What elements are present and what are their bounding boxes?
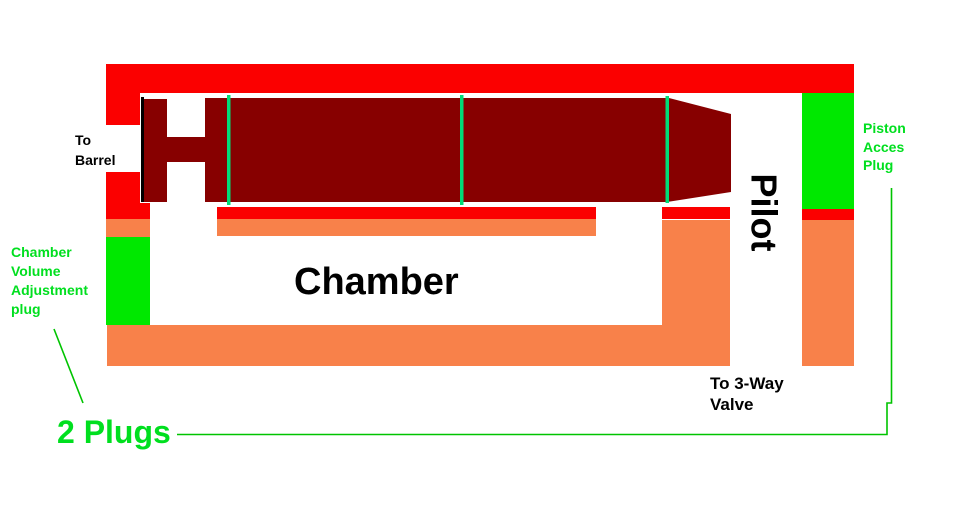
access-line-3: Plug [863,157,894,173]
plugs-leader-line [177,188,893,436]
cva-line-2: Volume [11,263,61,279]
access-line-2: Acces [863,138,905,155]
housing-left-upper-block [106,93,140,125]
chamber-label: Chamber [294,261,459,303]
to-3way-valve-label: To 3-Way Valve [710,373,784,415]
chamber-left-orange-block [106,219,150,237]
pilot-cap-strip-red [802,209,854,220]
chamber-bottom-wall [107,325,662,366]
chamber-top-wall-orange [217,219,596,236]
volume-plug-leader-line [53,328,84,404]
housing-top-bar [106,64,854,93]
housing-left-lower-block [106,172,140,207]
chamber-volume-plug-label: Chamber Volume Adjustment plug [11,243,88,319]
piston-seal-line-2 [460,95,464,205]
threeway-line-2: Valve [710,395,754,414]
housing-left-step [106,203,150,219]
to-barrel-line-2: Barrel [75,152,116,168]
chamber-right-wall [662,220,730,366]
to-barrel-label: To Barrel [75,130,115,170]
piston-body [144,98,731,202]
to-barrel-line-1: To [75,132,92,148]
piston-access-plug-label: Piston Acces Plug [863,119,906,175]
cva-line-1: Chamber [11,244,72,260]
piston-seal-line-3 [665,96,669,203]
cva-line-4: plug [11,301,41,317]
piston-access-plug [802,93,854,209]
piston-stop-strip-red [662,207,730,219]
pilot-right-wall [802,220,854,366]
access-line-1: Piston [863,120,906,136]
pilot-label: Pilot [743,173,785,252]
piston-seal-line-1 [227,95,231,205]
piston-face-line [141,97,144,202]
cva-line-3: Adjustment [11,282,88,298]
two-plugs-label: 2 Plugs [57,414,171,450]
chamber-volume-plug [106,237,150,325]
threeway-line-1: To 3-Way [710,374,784,393]
chamber-top-wall-red [217,207,596,219]
